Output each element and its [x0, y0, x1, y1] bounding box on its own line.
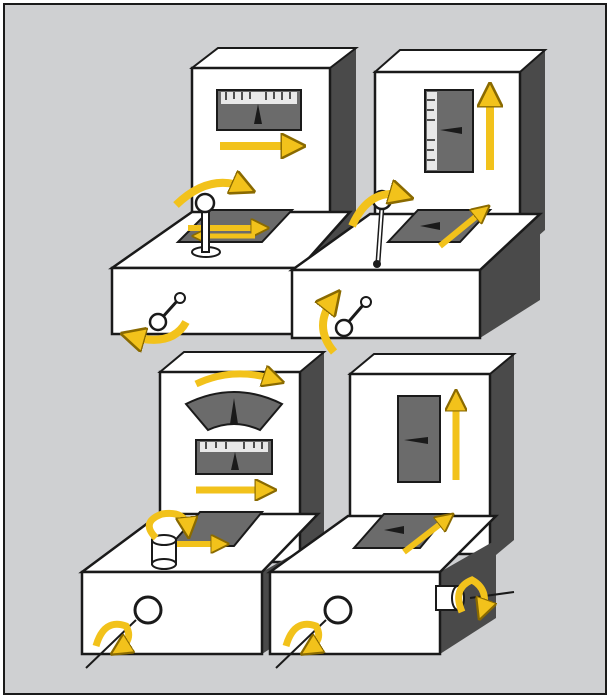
back-panel-top	[350, 354, 514, 374]
rotary-knob	[152, 535, 176, 569]
base-front	[270, 572, 440, 654]
base-front	[82, 572, 262, 654]
lever-joystick-knob	[196, 194, 214, 212]
back-panel-top	[160, 352, 324, 372]
back-panel-top	[375, 50, 545, 72]
lever-pivot	[373, 260, 381, 268]
round-knob	[135, 597, 161, 623]
lever-stick	[202, 210, 209, 252]
back-panel-shadow	[490, 354, 514, 560]
base-front	[112, 268, 300, 334]
back-panel-top	[192, 48, 356, 68]
round-knob	[325, 597, 351, 623]
